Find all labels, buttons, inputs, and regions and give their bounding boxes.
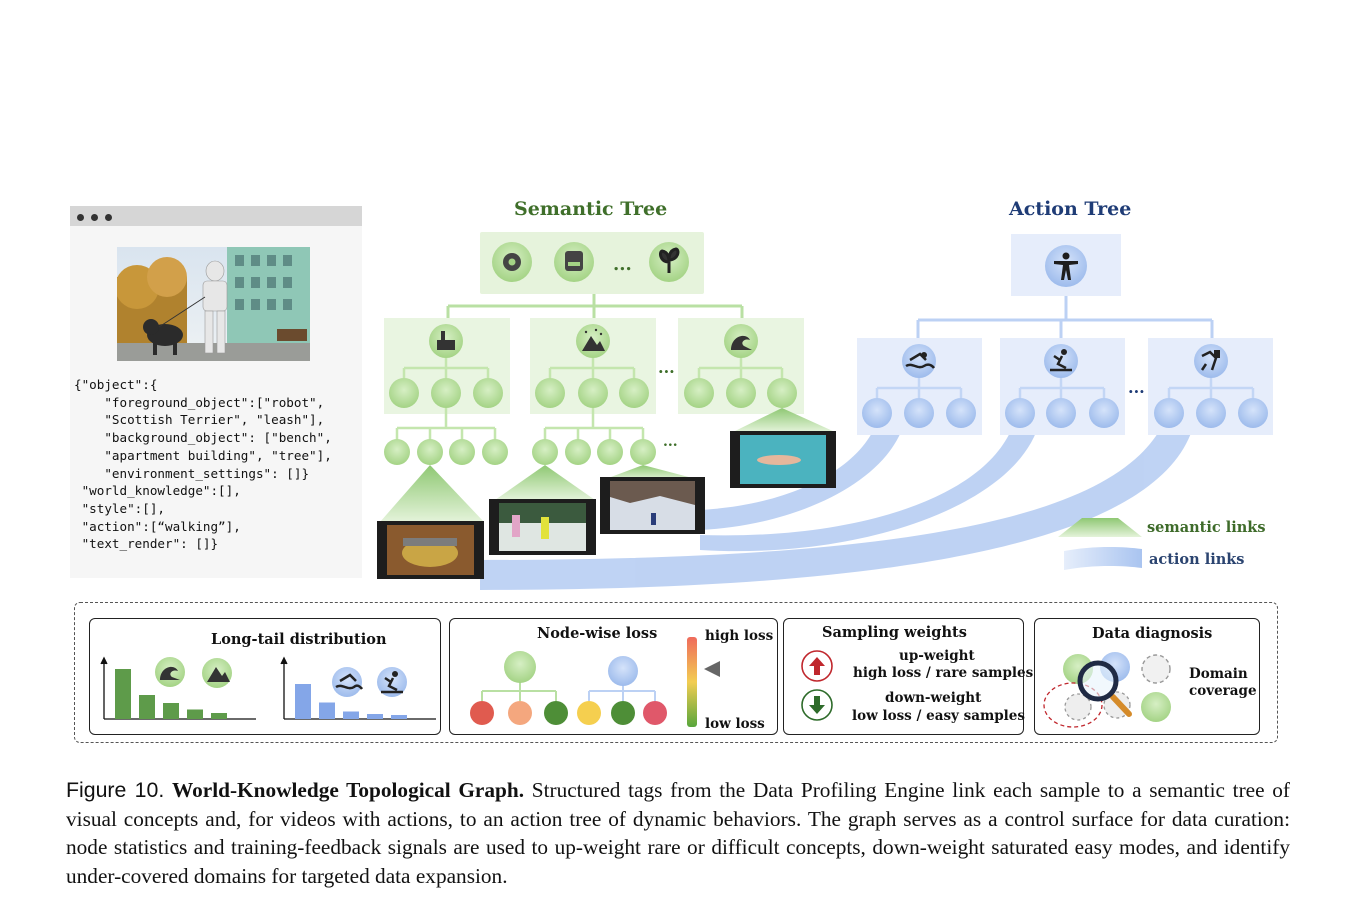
coverage-label: coverage: [1189, 683, 1257, 699]
gear-icon: [503, 253, 521, 271]
loss-pointer-icon: [704, 661, 720, 677]
video-frame-ski: [600, 477, 705, 534]
action-level2-ellipsis: ...: [1128, 378, 1145, 397]
sampling-title: Sampling weights: [822, 624, 967, 641]
domain-label: Domain: [1189, 666, 1248, 682]
wave-icon: [160, 666, 180, 680]
longtail-title: Long-tail distribution: [211, 631, 387, 648]
window-titlebar: [70, 206, 362, 226]
down-arrow-icon: [801, 689, 833, 721]
reading-icon: [565, 251, 583, 271]
legend-semantic-swatch: [1058, 518, 1142, 537]
swimming-icon: [335, 673, 364, 690]
robot-dog-photo: [117, 247, 310, 361]
nodeloss-card: Node-wise loss high loss low loss: [449, 618, 778, 735]
mountain-icon: [207, 667, 230, 682]
caption-title: World-Knowledge Topological Graph.: [171, 778, 525, 802]
semantic-level2-ellipsis: ...: [658, 358, 675, 377]
semantic-root-ellipsis: ...: [613, 254, 632, 275]
up-arrow-icon: [801, 650, 833, 682]
caption-text: Structured tags from the Data Profiling …: [66, 778, 1291, 888]
window-dot-icon: [105, 214, 112, 221]
longtail-bar: [163, 703, 179, 719]
action-tree-title: Action Tree: [1009, 198, 1132, 220]
up-weight-desc: high loss / rare samples: [853, 665, 1034, 681]
semantic-links: [380, 408, 835, 522]
nodeloss-diagram: [470, 637, 720, 727]
longtail-bar: [139, 695, 155, 719]
longtail-bar: [367, 714, 383, 719]
low-loss-label: low loss: [705, 716, 765, 732]
longtail-card: Long-tail distribution: [89, 618, 441, 735]
sampling-card: Sampling weights up-weight high loss / r…: [783, 618, 1033, 735]
nodeloss-title: Node-wise loss: [537, 625, 658, 642]
coverage-gap-marker: [1043, 682, 1103, 728]
skiing-icon: [381, 671, 403, 694]
wave-icon: [731, 335, 752, 350]
topology-diagram: ... ... ...: [377, 232, 1273, 590]
down-weight-title: down-weight: [885, 690, 982, 706]
longtail-chart: [100, 656, 436, 720]
longtail-bar: [115, 669, 131, 719]
semantic-level3-ellipsis: ...: [663, 434, 678, 450]
high-loss-label: high loss: [705, 628, 774, 644]
diagnosis-graphic: [1043, 652, 1171, 728]
loss-colorbar: [687, 637, 697, 727]
up-weight-title: up-weight: [899, 648, 975, 664]
plant-icon: [659, 247, 680, 273]
diagnosis-title: Data diagnosis: [1092, 625, 1213, 642]
legend-action-label: action links: [1149, 551, 1245, 568]
swimming-icon: [905, 352, 936, 369]
longtail-bar: [319, 702, 335, 719]
analysis-panels: [74, 602, 1278, 743]
longtail-bar: [187, 709, 203, 719]
longtail-bar: [295, 684, 311, 719]
mountain-icon: [582, 328, 605, 351]
video-frame-cooking: [377, 521, 484, 579]
skiing-icon: [1050, 349, 1072, 372]
longtail-bar: [391, 715, 407, 719]
window-dot-icon: [77, 214, 84, 221]
legend-semantic-label: semantic links: [1147, 519, 1266, 536]
json-tags: {"object":{ "foreground_object":["robot"…: [74, 377, 332, 552]
cooking-icon: [1200, 350, 1220, 371]
window-dot-icon: [91, 214, 98, 221]
figure-caption: Figure 10. World-Knowledge Topological G…: [66, 776, 1290, 890]
person-icon: [1054, 252, 1078, 280]
video-frame-swim: [730, 431, 836, 488]
factory-icon: [437, 331, 455, 350]
longtail-bar: [343, 711, 359, 719]
diagnosis-card: Data diagnosis Domain coverage: [1034, 618, 1260, 735]
down-weight-desc: low loss / easy samples: [852, 708, 1025, 724]
longtail-bar: [211, 713, 227, 719]
semantic-tree-title: Semantic Tree: [514, 198, 668, 220]
video-frame-snow: [489, 499, 596, 555]
magnifier-icon: [1077, 660, 1132, 717]
legend-action-swatch: [1064, 546, 1142, 570]
caption-label: Figure 10.: [66, 778, 165, 802]
